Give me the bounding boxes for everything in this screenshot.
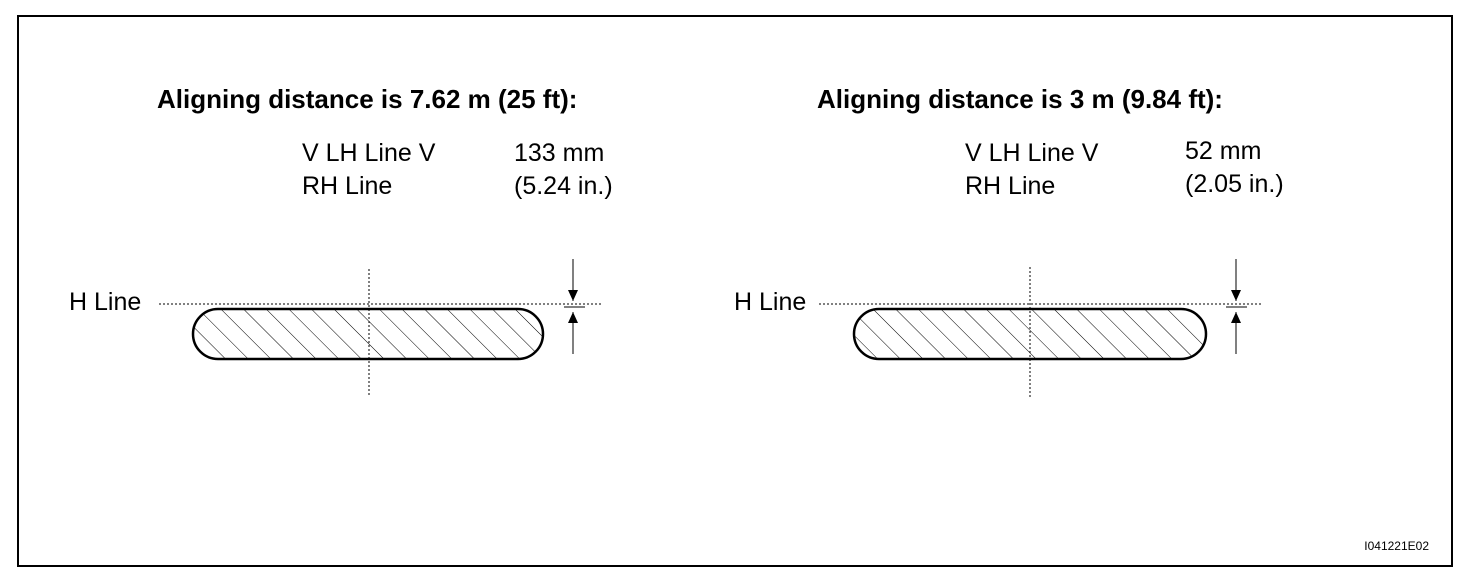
heading-right: Aligning distance is 3 m (9.84 ft): [817, 84, 1223, 114]
beam-shape-left [191, 307, 545, 361]
panel-right: Aligning distance is 3 m (9.84 ft): V LH… [734, 17, 1455, 565]
h-line-label-right: H Line [734, 288, 807, 316]
spec-value-2-left: (5.24 in.) [514, 172, 613, 200]
spec-label-2-left: RH Line [302, 172, 393, 200]
spec-value-1-right: 52 mm [1185, 137, 1262, 165]
dimension-arrows-right [1226, 259, 1247, 354]
spec-value-2-right: (2.05 in.) [1185, 170, 1284, 198]
spec-value-1-left: 133 mm [514, 139, 605, 167]
spec-label-1-right: V LH Line V [965, 139, 1099, 167]
h-line-label-left: H Line [69, 288, 142, 316]
diagram-frame: Aligning distance is 7.62 m (25 ft): V L… [17, 15, 1453, 567]
beam-pattern-right [819, 259, 1263, 397]
spec-label-2-right: RH Line [965, 172, 1056, 200]
heading-left: Aligning distance is 7.62 m (25 ft): [157, 84, 578, 114]
beam-pattern-left [159, 259, 601, 397]
beam-shape-right [852, 307, 1208, 361]
image-code: I041221E02 [1364, 539, 1429, 553]
panel-left: Aligning distance is 7.62 m (25 ft): V L… [19, 17, 739, 565]
dimension-arrows-left [564, 259, 585, 354]
spec-label-1-left: V LH Line V [302, 139, 436, 167]
